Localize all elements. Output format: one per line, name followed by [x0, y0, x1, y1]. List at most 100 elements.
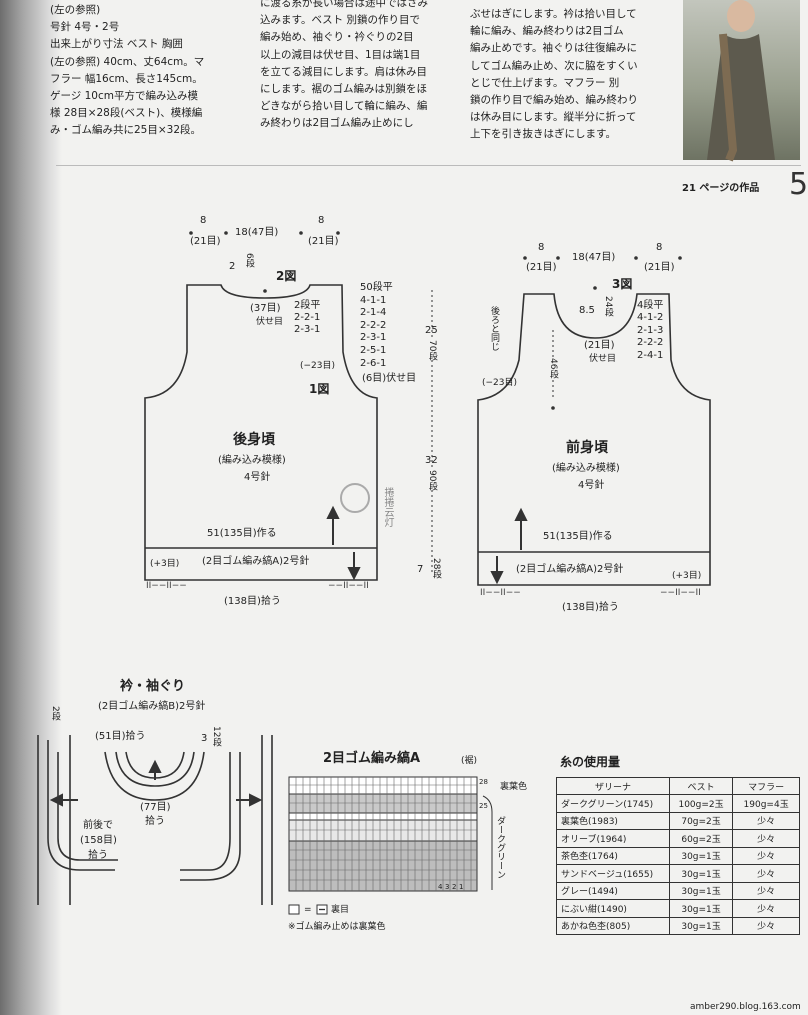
table-row: にぶい紺(1490)30g=1玉少々	[556, 899, 800, 918]
armhole-rows: 70段	[427, 340, 437, 361]
chart-label-main: ダークグリーン	[495, 816, 505, 879]
text-line: ゲージ 10cm平方で編み込み模	[50, 89, 198, 102]
text-line: 出来上がり寸法 ベスト 胸囲	[50, 38, 183, 51]
back-bind-label: 伏せ目	[256, 317, 284, 327]
text-line: に渡る糸が長い場合は途中ではさみ	[260, 0, 428, 9]
rib-rows: 28段	[431, 558, 441, 579]
back-outline	[144, 284, 378, 581]
col-header: ベスト	[668, 777, 734, 795]
model-figure	[707, 0, 775, 162]
front-shoulder-width: 8	[538, 242, 545, 253]
cell: グレー(1494)	[556, 881, 670, 900]
col-header: マフラー	[732, 777, 800, 795]
rib-height: 7	[417, 564, 424, 575]
dec-row: 2-1-3	[637, 324, 664, 336]
text-line: み終わりは2目ゴム編み止めにし	[260, 117, 414, 130]
back-neck-decrease: 2段平 2-2-1 2-3-1	[294, 300, 320, 336]
text-line: (左の参照)	[50, 4, 101, 16]
table-row: サンドベージュ(1655)30g=1玉少々	[556, 864, 800, 883]
chart-col-num: 1	[459, 883, 464, 891]
cell: にぶい紺(1490)	[556, 899, 670, 918]
front-needle: 4号針	[578, 480, 605, 491]
finish-subtitle: (2目ゴム編み縞B)2号針	[98, 701, 206, 712]
text-column-3: ぶせはぎにします。衿は拾い目して 輪に編み、編み終わりは2目ゴム 編み止めです。…	[470, 6, 638, 144]
back-ticks-right: −−II−−II	[328, 581, 369, 591]
cell: 100g=2玉	[668, 794, 734, 813]
back-shoulder-width-r: 8	[318, 215, 325, 226]
text-line: ぶせはぎにします。衿は拾い目して	[470, 8, 637, 20]
finish-pick77: (77目)	[140, 802, 171, 813]
front-piece-name: 前身頃	[566, 440, 608, 456]
table-row: 裏葉色(1983)70g=2玉少々	[556, 811, 800, 830]
dec-row: 4段平	[637, 300, 664, 311]
dec-row: 2-3-1	[360, 332, 387, 344]
front-bind-label: 伏せ目	[589, 354, 617, 364]
dec-row: 2-2-2	[637, 337, 664, 349]
back-armhole-bind: (6目)伏せ目	[362, 373, 417, 384]
text-line: 号針 4号・2号	[50, 21, 120, 34]
table-row: 茶色杢(1764)30g=1玉少々	[556, 846, 800, 865]
chart-row-28: 28	[479, 778, 488, 786]
front-minus23: (−23目)	[482, 378, 518, 388]
cell: 少々	[732, 881, 800, 900]
back-neck-width: 18(47目)	[235, 227, 279, 238]
text-line: 鎖の作り目で編み始め、編み終わり	[470, 93, 638, 106]
legend-equals: =	[304, 905, 312, 915]
body-height: 32	[425, 455, 438, 466]
chart-col-num: 2	[452, 883, 457, 891]
footer-watermark: amber290.blog.163.com	[690, 1002, 801, 1012]
back-fig2-label: 2図	[276, 269, 297, 283]
cell: 30g=1玉	[668, 881, 734, 900]
text-column-1: (左の参照) 号針 4号・2号 出来上がり寸法 ベスト 胸囲 (左の参照) 40…	[50, 2, 204, 140]
back-cast-on: 51(135目)作る	[205, 528, 279, 539]
back-shoulder-width: 8	[200, 215, 207, 226]
finish-pick158c: 拾う	[88, 850, 108, 861]
finish-rows12: 12段	[211, 726, 221, 747]
cell: 30g=1玉	[668, 899, 734, 918]
text-line: を立てる減目にします。肩は休み目	[260, 65, 427, 78]
cell: 30g=1玉	[668, 846, 734, 865]
back-fig1-label: 1図	[309, 382, 330, 396]
text-line: にします。裾のゴム編みは別鎖をほ	[260, 82, 427, 95]
front-pickup: (138目)拾う	[560, 602, 621, 613]
front-rib: (2目ゴム編み縞A)2号針	[516, 564, 624, 575]
cell: オリーブ(1964)	[556, 829, 670, 848]
dec-row: 2-6-1	[360, 357, 387, 369]
text-line: とじで仕上げます。マフラー 別	[470, 76, 620, 89]
text-line: 様 28目×28段(ベスト)、模様編	[50, 107, 203, 120]
watermark-emblem	[340, 483, 370, 513]
text-line: 編み始め、袖ぐり・衿ぐりの2目	[260, 31, 414, 44]
back-shoulder-stitches: (21目)	[190, 236, 221, 247]
chart-col-num: 3	[445, 883, 450, 891]
cell: 190g=4玉	[732, 794, 800, 813]
text-line: 込みます。ベスト 別鎖の作り目で	[260, 14, 420, 27]
finish-pick158a: 前後で	[83, 820, 113, 831]
chart-col-num: 4	[438, 883, 443, 891]
cell: サンドベージュ(1655)	[556, 864, 670, 883]
back-plus3: (+3目)	[150, 559, 180, 569]
header-rule	[56, 165, 801, 166]
cell: 少々	[732, 864, 800, 883]
back-rib: (2目ゴム編み縞A)2号針	[202, 556, 310, 567]
col-header: ザリーナ	[556, 777, 670, 795]
cell: 30g=1玉	[668, 916, 734, 935]
text-line: 輪に編み、編み終わりは2目ゴム	[470, 25, 624, 38]
table-row: あかね色杢(805)30g=1玉少々	[556, 916, 800, 935]
text-line: 以上の減目は伏せ目、1目は端1目	[260, 48, 421, 61]
page-reference: 21 ページの作品	[682, 183, 760, 194]
back-shoulder-stitches-r: (21目)	[308, 236, 339, 247]
table-row: グレー(1494)30g=1玉少々	[556, 881, 800, 900]
finish-rows3: 3	[201, 733, 208, 744]
cell: 少々	[732, 829, 800, 848]
finish-left-rows: 2段	[50, 706, 60, 721]
text-line: 編み止めです。袖ぐりは往復編みに	[470, 42, 637, 55]
cell: 少々	[732, 846, 800, 865]
back-ticks-left: II−−II−−	[146, 581, 187, 591]
page-number: 5	[789, 167, 808, 202]
finish-pick77b: 拾う	[145, 816, 165, 827]
front-neck-rows: 24段	[603, 296, 613, 317]
front-pattern: (編み込み模様)	[552, 463, 620, 474]
dec-row: 2-2-1	[294, 312, 321, 323]
back-neck-rows: 6段	[244, 253, 254, 268]
